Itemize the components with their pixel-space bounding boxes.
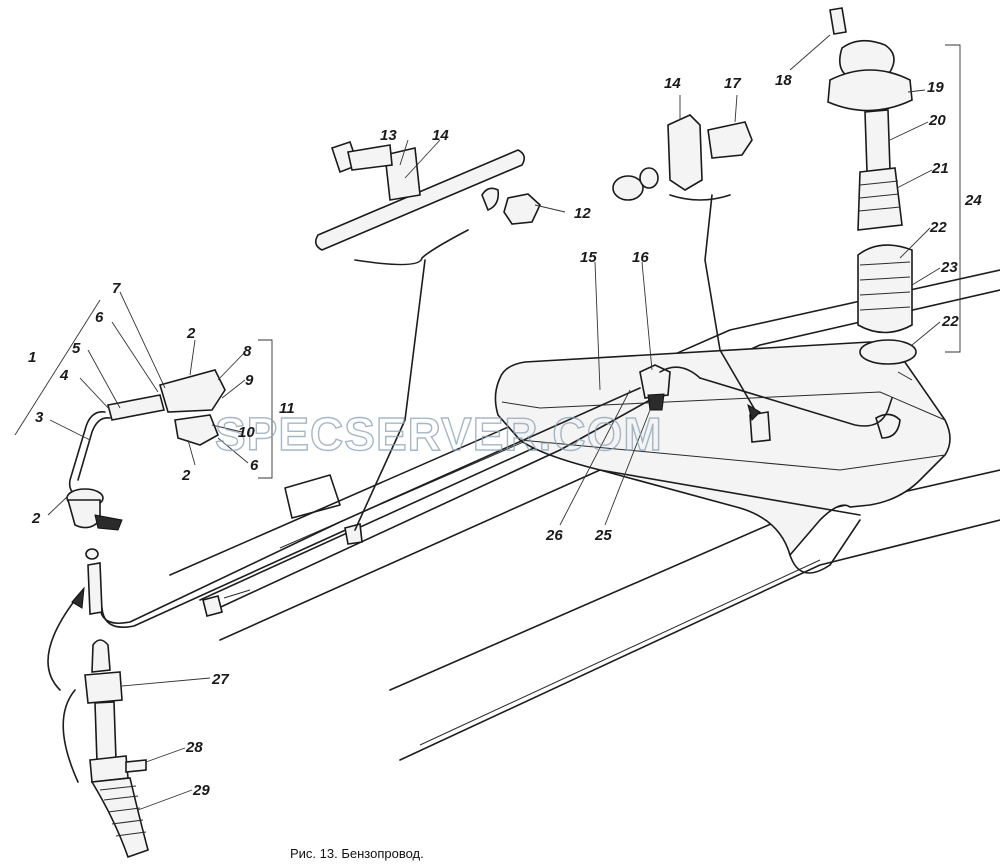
callout-19: 19 (927, 79, 944, 96)
figure-caption: Рис. 13. Бензопровод. (290, 846, 424, 861)
callout-6: 6 (250, 457, 259, 474)
callout-11: 11 (279, 400, 295, 417)
callout-5: 5 (72, 340, 81, 357)
callout-9: 9 (245, 372, 254, 389)
callout-1: 1 (28, 349, 36, 366)
callout-2: 2 (181, 467, 191, 484)
callout-17: 17 (724, 75, 741, 92)
callout-26: 26 (545, 527, 563, 544)
leader-lines (47, 34, 941, 811)
callout-3: 3 (35, 409, 44, 426)
callout-28: 28 (185, 739, 203, 756)
callout-25: 25 (594, 527, 612, 544)
callout-29: 29 (192, 782, 210, 799)
callout-6: 6 (95, 309, 104, 326)
callout-12: 12 (574, 205, 591, 222)
callout-16: 16 (632, 249, 649, 266)
callout-2: 2 (31, 510, 41, 527)
callout-24: 24 (964, 192, 982, 209)
callout-labels: 1 2 2 2 3 4 5 6 6 7 8 9 10 11 12 13 14 1… (28, 72, 982, 799)
callout-14: 14 (664, 75, 681, 92)
callout-4: 4 (59, 367, 69, 384)
watermark: SPECSERVER.COM (215, 408, 663, 460)
callout-8: 8 (243, 343, 252, 360)
callout-10: 10 (238, 424, 255, 441)
callout-18: 18 (775, 72, 792, 89)
callout-2: 2 (186, 325, 196, 342)
hose-assembly (47, 548, 149, 859)
callout-13: 13 (380, 127, 397, 144)
callout-20: 20 (928, 112, 946, 129)
bracket-right (612, 114, 761, 421)
bracket-left (314, 140, 541, 531)
callout-14: 14 (432, 127, 449, 144)
callout-21: 21 (931, 160, 949, 177)
pump-filter-assembly (66, 369, 226, 531)
filler-cap-assembly (827, 7, 961, 381)
callout-22: 22 (929, 219, 947, 236)
callout-23: 23 (940, 259, 958, 276)
fuel-tank (494, 341, 951, 574)
callout-27: 27 (211, 671, 229, 688)
callout-7: 7 (112, 280, 121, 297)
callout-22: 22 (941, 313, 959, 330)
group-brackets (14, 299, 273, 479)
callout-15: 15 (580, 249, 597, 266)
